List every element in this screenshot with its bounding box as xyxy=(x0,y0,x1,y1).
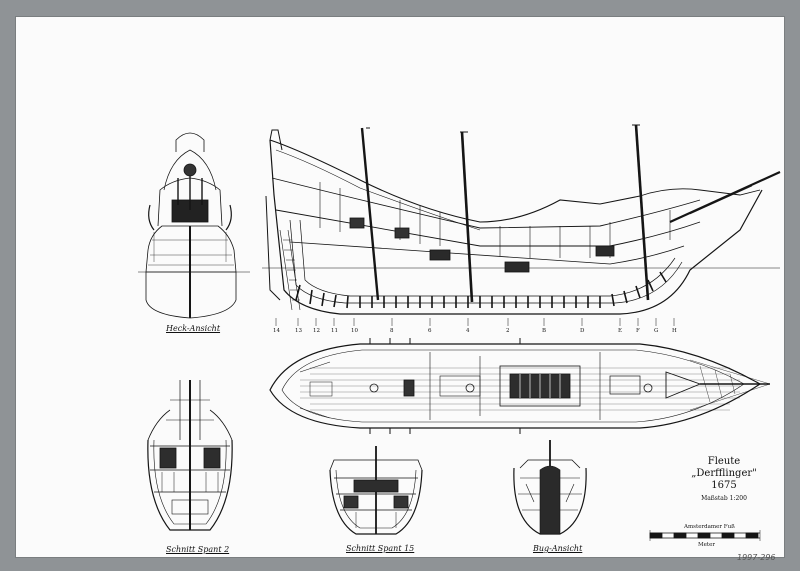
frame-mark: H xyxy=(672,328,677,334)
section-spant-2-view xyxy=(147,380,233,531)
bow-view xyxy=(513,440,587,535)
frame-mark: D xyxy=(580,328,585,334)
frame-mark: 8 xyxy=(390,328,394,334)
title-scale: Maßstab 1:200 xyxy=(701,495,747,502)
title-block: Fleute „Derfflinger" 1675 Maßstab 1:200 xyxy=(688,456,760,502)
frame-mark: 11 xyxy=(331,328,338,334)
stern-view-caption: Heck-Ansicht xyxy=(166,324,221,333)
title-year: 1675 xyxy=(711,480,737,491)
deck-plan xyxy=(269,338,771,434)
title-ship-name: „Derfflinger" xyxy=(691,468,757,479)
frame-mark: 13 xyxy=(295,328,302,334)
frame-timbers xyxy=(295,271,667,309)
stern-view xyxy=(138,132,250,319)
section-spant-15-view xyxy=(329,446,423,535)
frame-mark: 12 xyxy=(313,328,320,334)
scale-bar xyxy=(649,530,761,541)
drawing-sheet xyxy=(16,17,784,557)
section-spant-15-caption: Schnitt Spant 15 xyxy=(346,544,415,553)
bow-view-caption: Bug-Ansicht xyxy=(533,544,583,553)
inventory-pencil-note: 1997-296 xyxy=(737,553,776,562)
frame-mark: F xyxy=(636,328,640,334)
frame-mark: E xyxy=(618,328,623,334)
gun-ports xyxy=(369,338,521,434)
frame-mark: B xyxy=(542,328,547,334)
scale-unit-bottom: Meter xyxy=(698,542,715,548)
frame-mark: 4 xyxy=(466,328,470,334)
frame-mark: 2 xyxy=(506,328,510,334)
section-spant-2-caption: Schnitt Spant 2 xyxy=(166,545,230,554)
title-ship-type: Fleute xyxy=(707,456,741,467)
frame-mark: G xyxy=(654,328,659,334)
frame-mark: 6 xyxy=(428,328,432,334)
profile-view xyxy=(262,124,781,326)
frame-mark: 14 xyxy=(273,328,280,334)
frame-mark: 10 xyxy=(351,328,358,334)
scale-unit-top: Amsterdamer Fuß xyxy=(684,524,735,530)
